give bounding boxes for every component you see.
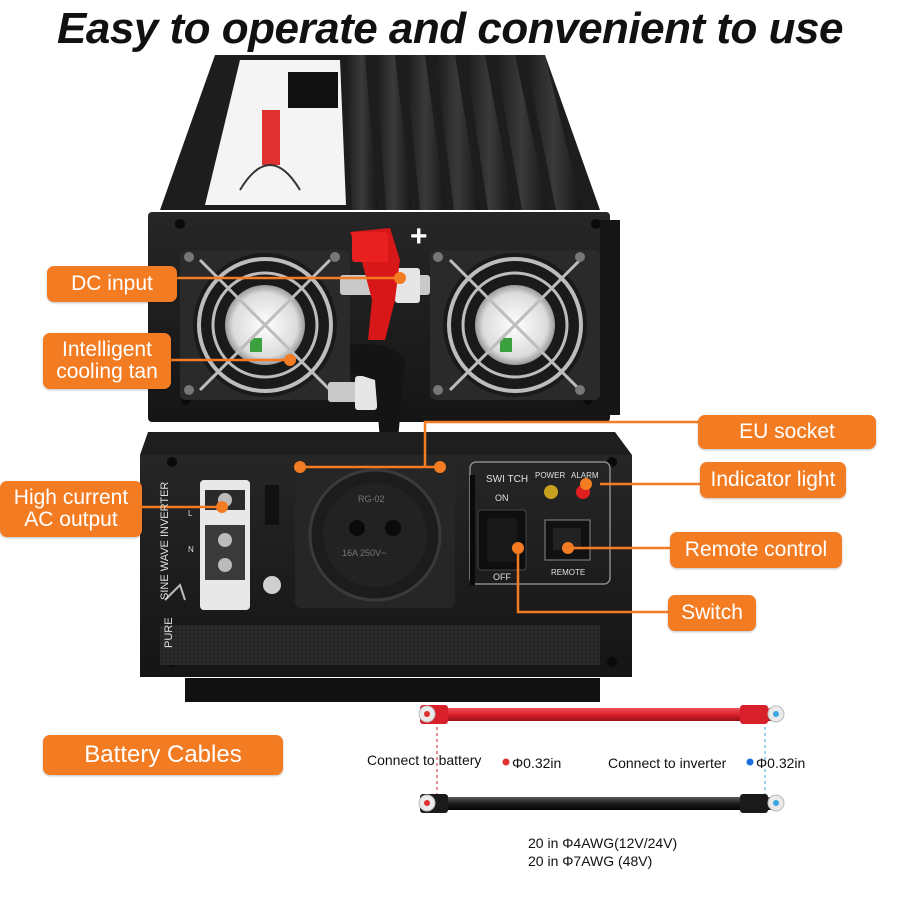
- callout-indicator-light-text: Indicator light: [710, 468, 836, 491]
- callout-ac-output-line2: AC output: [24, 508, 118, 531]
- callout-ac-output: High current AC output: [0, 481, 142, 537]
- callout-cooling-fan: Intelligent cooling tan: [43, 333, 171, 389]
- panel-text: + SWI TCH ON OFF POWER ALARM REMOTE RG-0…: [159, 220, 599, 648]
- callout-eu-socket: EU socket: [698, 415, 876, 449]
- inverter-diameter-text: Φ0.32in: [756, 755, 806, 771]
- vent-slots: [160, 475, 600, 665]
- connect-inverter-text: Connect to inverter: [608, 755, 727, 771]
- callout-battery-cables-text: Battery Cables: [84, 741, 242, 768]
- callout-remote-control: Remote control: [670, 532, 842, 568]
- callout-battery-cables: Battery Cables: [43, 735, 283, 775]
- callout-cooling-fan-line1: Intelligent: [62, 338, 152, 361]
- cable-spec: 20 in Φ4AWG(12V/24V) 20 in Φ7AWG (48V): [528, 834, 677, 870]
- battery-cables-illustration: [418, 705, 785, 813]
- connect-inverter-label: Connect to inverter: [608, 755, 726, 771]
- cooling-fan-left: [180, 250, 350, 400]
- callout-cooling-fan-line2: cooling tan: [56, 360, 158, 383]
- side-text-label: SINE WAVE INVERTER: [159, 482, 171, 600]
- plus-sign: +: [410, 220, 428, 253]
- switch-on-label: ON: [495, 493, 509, 503]
- eu-socket-illustration: [295, 468, 455, 608]
- cooling-fan-right: [430, 250, 600, 400]
- callout-leaders: [140, 272, 700, 614]
- pure-label: PURE: [163, 617, 175, 648]
- headline: Easy to operate and convenient to use: [57, 4, 843, 53]
- cable-spec-line2: 20 in Φ7AWG (48V): [528, 853, 653, 869]
- socket-model-label: RG-02: [358, 494, 385, 504]
- connect-battery-text: Connect to battery: [367, 752, 482, 768]
- heatsink-fins: [345, 55, 582, 210]
- callout-dc-input: DC input: [47, 266, 177, 302]
- power-label: POWER: [535, 471, 565, 480]
- switch-title-label: SWI TCH: [486, 474, 528, 485]
- inverter-diameter-label: Φ0.32in: [756, 755, 805, 771]
- callout-ac-output-line1: High current: [13, 486, 129, 509]
- callout-dc-input-text: DC input: [71, 272, 153, 295]
- callout-switch: Switch: [668, 595, 756, 631]
- battery-diameter-label: Φ0.32in: [512, 755, 561, 771]
- dc-terminals: [328, 228, 430, 440]
- battery-diameter-text: Φ0.32in: [512, 755, 562, 771]
- top-unit-body: [160, 55, 600, 210]
- remote-label: REMOTE: [551, 568, 585, 577]
- alarm-label: ALARM: [571, 471, 599, 480]
- callout-remote-control-text: Remote control: [684, 538, 828, 561]
- n-label: N: [188, 545, 194, 554]
- switch-off-label: OFF: [493, 572, 511, 582]
- connect-battery-label: Connect to battery: [367, 752, 481, 768]
- socket-rating-label: 16A 250V~: [342, 548, 386, 558]
- callout-indicator-light: Indicator light: [700, 462, 846, 498]
- ac-output-terminal: [164, 480, 281, 610]
- l-label: L: [188, 509, 193, 518]
- cable-spec-line1: 20 in Φ4AWG(12V/24V): [528, 835, 678, 851]
- callout-eu-socket-text: EU socket: [739, 420, 835, 443]
- callout-switch-text: Switch: [681, 601, 743, 624]
